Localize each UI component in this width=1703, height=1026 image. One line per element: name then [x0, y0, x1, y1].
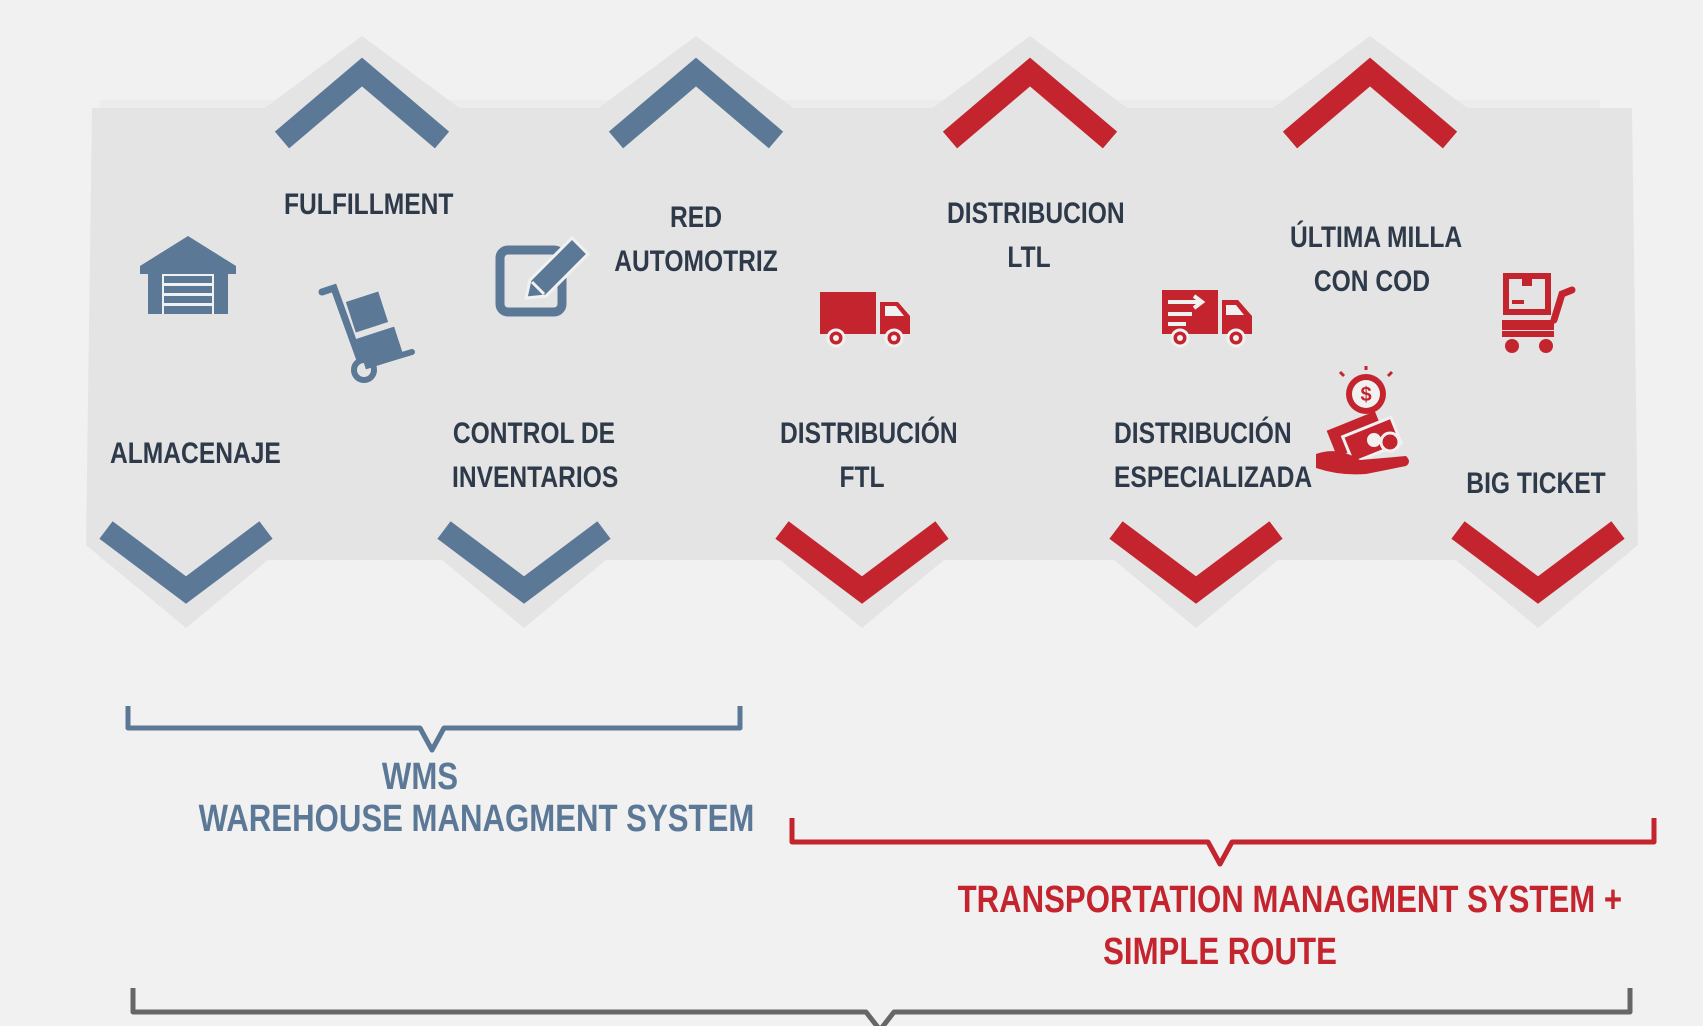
tms-bracket — [789, 818, 1657, 867]
hexagon-panel-almacenaje — [86, 108, 286, 628]
item-label-distribucion-ftl: DISTRIBUCIÓN FTL — [780, 417, 958, 494]
tms-caption: TRANSPORTATION MANAGMENT SYSTEM + SIMPLE… — [957, 874, 1623, 978]
chevron-down-distribucion-especializada — [1109, 521, 1283, 604]
svg-text:$: $ — [1360, 384, 1371, 406]
chevron-up-red-automotriz — [608, 57, 784, 149]
item-label-red-automotriz: RED AUTOMOTRIZ — [614, 201, 778, 278]
item-label-ultima-milla: ÚLTIMA MILLA CON COD — [1290, 221, 1463, 298]
chevron-up-ultima-milla — [1282, 57, 1458, 149]
hexagon-panel-distribucion-ftl — [762, 108, 962, 628]
truck-icon — [820, 292, 910, 348]
chevron-up-distribucion-ltl — [942, 57, 1118, 149]
item-label-big-ticket: BIG TICKET — [1466, 467, 1606, 500]
chevron-down-control-inventarios — [437, 521, 611, 604]
chevron-down-distribucion-ftl — [775, 521, 949, 604]
tms-full-name: TRANSPORTATION MANAGMENT SYSTEM + — [957, 879, 1623, 921]
hexagon-panel-distribucion-especializada — [1096, 108, 1296, 628]
tms-extra: SIMPLE ROUTE — [1103, 931, 1337, 973]
hexagon-panel-big-ticket — [1438, 108, 1638, 628]
chevrons — [99, 57, 1625, 604]
wms-full-name: WAREHOUSE MANAGMENT SYSTEM — [198, 798, 755, 840]
fast-truck-icon — [1162, 290, 1252, 348]
edit-form-icon — [495, 235, 591, 317]
overall-bracket — [130, 988, 1633, 1026]
item-label-distribucion-ltl: DISTRIBUCION LTL — [947, 197, 1125, 274]
hexagon-panel-distribucion-ltl — [930, 36, 1130, 560]
hand-truck-icon — [318, 283, 415, 383]
item-label-fulfillment: FULFILLMENT — [284, 188, 454, 221]
icons: $ — [140, 235, 1576, 475]
item-label-distribucion-especializada: DISTRIBUCIÓN ESPECIALIZADA — [1114, 417, 1313, 494]
hexagon-panels — [86, 36, 1638, 628]
chevron-down-almacenaje — [99, 521, 273, 604]
cart-box-icon — [1502, 273, 1576, 353]
chevron-down-big-ticket — [1451, 521, 1625, 604]
hexagon-panel-red-automotriz — [596, 36, 796, 560]
cash-hand-icon: $ — [1316, 366, 1409, 475]
wms-acronym: WMS — [381, 756, 459, 798]
wms-bracket — [125, 706, 743, 753]
warehouse-icon — [140, 236, 236, 314]
wms-caption: WMS WAREHOUSE MANAGMENT SYSTEM — [198, 756, 755, 840]
item-label-control-inventarios: CONTROL DE INVENTARIOS — [452, 417, 619, 494]
hexagon-panel-ultima-milla — [1270, 36, 1470, 560]
item-label-almacenaje: ALMACENAJE — [110, 437, 281, 470]
chevron-up-fulfillment — [274, 57, 450, 149]
